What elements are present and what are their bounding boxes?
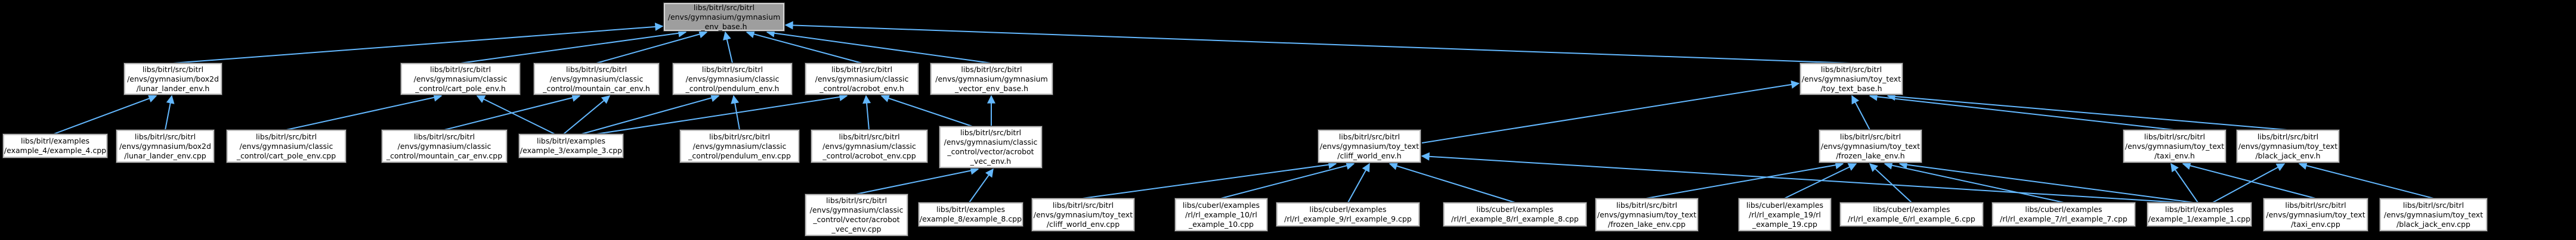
graph-node-cliff_world_env_h[interactable]: libs/bitrl/src/bitrl /envs/gymnasium/toy… — [1318, 129, 1421, 163]
graph-node-example_1_cpp[interactable]: libs/bitrl/examples /example_1/example_1… — [2147, 202, 2252, 227]
edge-lunar_lander_env_h-to-gymnasium_env_base_h — [172, 22, 664, 64]
graph-node-frozen_lake_env_cpp[interactable]: libs/bitrl/src/bitrl /envs/gymnasium/toy… — [1595, 198, 1699, 232]
graph-node-pendulum_env_h[interactable]: libs/bitrl/src/bitrl /envs/gymnasium/cla… — [672, 63, 793, 95]
edge-rl_example_9_cpp-to-cliff_world_env_h — [1347, 163, 1370, 203]
graph-node-pendulum_env_cpp[interactable]: libs/bitrl/src/bitrl /envs/gymnasium/cla… — [679, 129, 800, 163]
edge-mountain_car_env_h-to-gymnasium_env_base_h — [596, 30, 708, 64]
graph-node-toy_text_base_h[interactable]: libs/bitrl/src/bitrl /envs/gymnasium/toy… — [1799, 63, 1903, 95]
graph-node-mountain_car_env_cpp[interactable]: libs/bitrl/src/bitrl /envs/gymnasium/cla… — [381, 129, 508, 163]
edge-pendulum_env_cpp-to-pendulum_env_h — [731, 95, 740, 130]
edge-pendulum_env_h-to-gymnasium_env_base_h — [723, 31, 733, 64]
graph-node-lunar_lander_env_cpp[interactable]: libs/bitrl/src/bitrl /envs/gymnasium/box… — [116, 129, 215, 163]
edge-example_3_cpp-to-mountain_car_env_h — [563, 95, 611, 135]
graph-node-rl_example_9_cpp[interactable]: libs/cuberl/examples /rl/rl_example_9/rl… — [1276, 202, 1420, 227]
edge-acrobot_env_cpp-to-acrobot_env_h — [862, 95, 871, 130]
edge-cliff_world_env_h-to-toy_text_base_h — [1421, 80, 1800, 144]
graph-node-acrobot_env_h[interactable]: libs/bitrl/src/bitrl /envs/gymnasium/cla… — [805, 63, 919, 95]
graph-node-cliff_world_env_cpp[interactable]: libs/bitrl/src/bitrl /envs/gymnasium/toy… — [1031, 198, 1135, 232]
graph-node-rl_example_7_cpp[interactable]: libs/cuberl/examples /rl/rl_example_7/rl… — [1991, 202, 2136, 227]
edge-rl_example_19_cpp-to-frozen_lake_env_h — [1784, 163, 1857, 199]
edge-example_3_cpp-to-cart_pole_env_h — [476, 95, 555, 135]
edge-black_jack_env_cpp-to-black_jack_env_h — [2298, 161, 2434, 199]
graph-node-lunar_lander_env_h[interactable]: libs/bitrl/src/bitrl /envs/gymnasium/box… — [123, 63, 222, 95]
edge-cliff_world_env_cpp-to-cliff_world_env_h — [1082, 160, 1337, 199]
graph-node-example_4_cpp[interactable]: libs/bitrl/examples /example_4/example_4… — [2, 133, 108, 158]
edge-frozen_lake_env_h-to-toy_text_base_h — [1851, 95, 1870, 130]
edge-example_8_cpp-to-acrobot_vec_env_h — [969, 168, 994, 203]
edge-rl_example_7_cpp-to-frozen_lake_env_h — [1884, 161, 2064, 203]
edge-example_1_cpp-to-black_jack_env_h — [2212, 163, 2286, 203]
edge-acrobot_vec_env_h-to-acrobot_env_h — [880, 94, 973, 127]
graph-node-gymnasium_env_base_h[interactable]: libs/bitrl/src/bitrl /envs/gymnasium/gym… — [663, 2, 785, 32]
graph-node-black_jack_env_cpp[interactable]: libs/bitrl/src/bitrl /envs/gymnasium/toy… — [2379, 198, 2488, 232]
graph-node-frozen_lake_env_h[interactable]: libs/bitrl/src/bitrl /envs/gymnasium/toy… — [1819, 129, 1922, 163]
graph-node-acrobot_vec_env_h[interactable]: libs/bitrl/src/bitrl /envs/gymnasium/cla… — [939, 126, 1043, 169]
graph-node-rl_example_10_cpp[interactable]: libs/cuberl/examples /rl/rl_example_10/r… — [1174, 198, 1268, 232]
graph-node-acrobot_vec_env_cpp[interactable]: libs/bitrl/src/bitrl /envs/gymnasium/cla… — [805, 194, 908, 236]
graph-node-acrobot_env_cpp[interactable]: libs/bitrl/src/bitrl /envs/gymnasium/cla… — [811, 129, 928, 163]
edge-example_1_cpp-to-taxi_env_h — [2170, 163, 2198, 203]
edge-lunar_lander_env_cpp-to-lunar_lander_env_h — [165, 95, 175, 130]
graph-node-taxi_env_cpp[interactable]: libs/bitrl/src/bitrl /envs/gymnasium/toy… — [2263, 198, 2368, 232]
graph-node-rl_example_8_cpp[interactable]: libs/cuberl/examples /rl/rl_example_8/rl… — [1443, 202, 1587, 227]
edge-example_4_cpp-to-lunar_lander_env_h — [53, 94, 157, 135]
edge-gymnasium_vector_env_base_h-to-gymnasium_env_base_h — [766, 29, 992, 64]
edge-example_3_cpp-to-acrobot_env_h — [596, 92, 848, 135]
edge-cart_pole_env_h-to-gymnasium_env_base_h — [460, 29, 687, 64]
edge-rl_example_6_cpp-to-frozen_lake_env_h — [1869, 163, 1912, 203]
edge-acrobot_env_h-to-gymnasium_env_base_h — [746, 30, 862, 64]
graph-node-rl_example_6_cpp[interactable]: libs/cuberl/examples /rl/rl_example_6/rl… — [1839, 202, 1984, 227]
edge-frozen_lake_env_cpp-to-frozen_lake_env_h — [1646, 161, 1844, 199]
graph-node-gymnasium_vector_env_base_h[interactable]: libs/bitrl/src/bitrl /envs/gymnasium/gym… — [930, 63, 1053, 95]
graph-node-rl_example_19_cpp[interactable]: libs/cuberl/examples /rl/rl_example_19/r… — [1738, 198, 1832, 232]
edge-example_3_cpp-to-pendulum_env_h — [581, 93, 720, 135]
graph-node-mountain_car_env_h[interactable]: libs/bitrl/src/bitrl /envs/gymnasium/cla… — [533, 63, 660, 95]
graph-node-example_3_cpp[interactable]: libs/bitrl/examples /example_3/example_3… — [518, 133, 624, 158]
graph-node-example_8_cpp[interactable]: libs/bitrl/examples /example_8/example_8… — [918, 202, 1023, 227]
edge-example_1_cpp-to-frozen_lake_env_h — [1898, 160, 2194, 203]
graph-node-cart_pole_env_cpp[interactable]: libs/bitrl/src/bitrl /envs/gymnasium/cla… — [226, 129, 347, 163]
edge-toy_text_base_h-to-gymnasium_env_base_h — [784, 21, 1851, 64]
edge-cart_pole_env_cpp-to-cart_pole_env_h — [286, 93, 443, 130]
edge-taxi_env_cpp-to-taxi_env_h — [2182, 161, 2316, 199]
edge-rl_example_8_cpp-to-cliff_world_env_h — [1388, 162, 1516, 203]
edge-rl_example_10_cpp-to-cliff_world_env_h — [1220, 161, 1355, 199]
edge-black_jack_env_h-to-toy_text_base_h — [1887, 92, 2288, 130]
graph-node-cart_pole_env_h[interactable]: libs/bitrl/src/bitrl /envs/gymnasium/cla… — [400, 63, 521, 95]
graph-node-taxi_env_h[interactable]: libs/bitrl/src/bitrl /envs/gymnasium/toy… — [2123, 129, 2226, 163]
edge-example_1_cpp-to-cliff_world_env_h — [1421, 152, 2181, 203]
edge-taxi_env_h-to-toy_text_base_h — [1869, 92, 2175, 130]
graph-node-black_jack_env_h[interactable]: libs/bitrl/src/bitrl /envs/gymnasium/toy… — [2236, 129, 2340, 163]
edge-acrobot_vec_env_cpp-to-acrobot_vec_env_h — [855, 166, 979, 195]
